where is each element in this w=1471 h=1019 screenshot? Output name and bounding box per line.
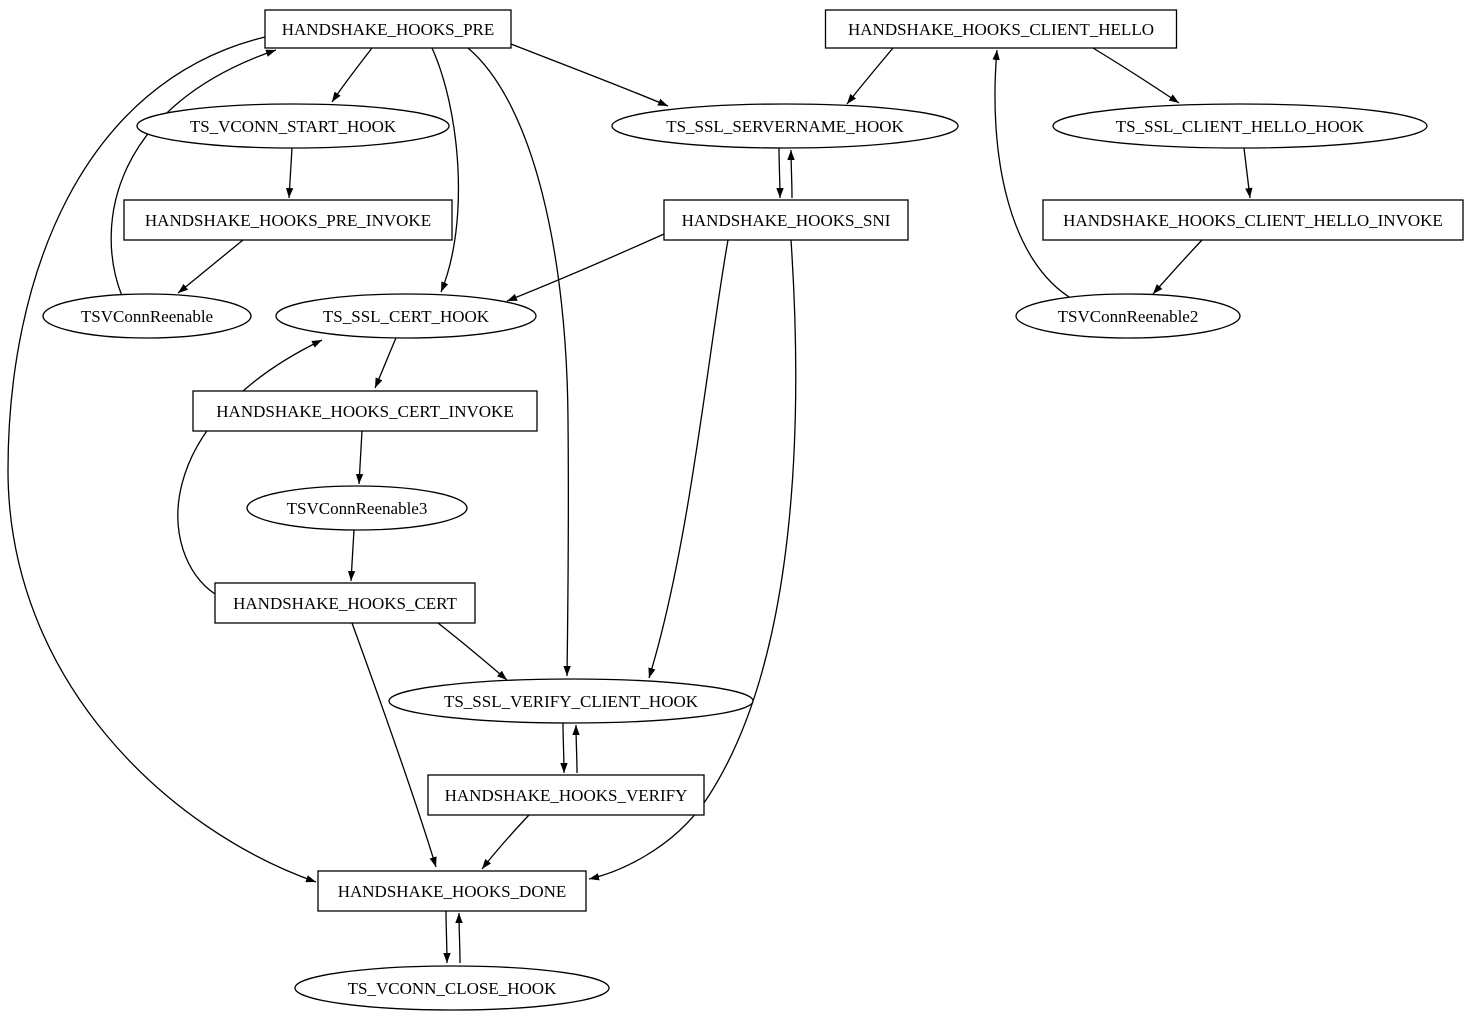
edge-TS_VCONN_START_HOOK-to-HANDSHAKE_HOOKS_PRE_INVOKE (285, 147, 294, 199)
edge-HANDSHAKE_HOOKS_PRE_INVOKE-to-TSVConnReenable (177, 239, 244, 294)
edge-HANDSHAKE_HOOKS_PRE-to-TS_SSL_CERT_HOOK (431, 47, 460, 293)
node-label: HANDSHAKE_HOOKS_CERT_INVOKE (216, 402, 513, 421)
node-label: HANDSHAKE_HOOKS_SNI (682, 211, 891, 230)
edge-HANDSHAKE_HOOKS_CLIENT_HELLO-to-TS_SSL_SERVERNAME_HOOK (846, 47, 894, 105)
node-label: HANDSHAKE_HOOKS_VERIFY (445, 786, 688, 805)
state-box (1042, 199, 1464, 241)
edge-HANDSHAKE_HOOKS_PRE-to-TS_SSL_VERIFY_CLIENT_HOOK (467, 47, 571, 677)
node-label: HANDSHAKE_HOOKS_PRE (282, 20, 495, 39)
edge-HANDSHAKE_HOOKS_DONE-to-TS_VCONN_CLOSE_HOOK (443, 910, 451, 964)
edge-TS_VCONN_CLOSE_HOOK-to-HANDSHAKE_HOOKS_DONE (455, 912, 463, 964)
edge-HANDSHAKE_HOOKS_CERT-to-TS_SSL_CERT_HOOK (177, 339, 323, 595)
edge-HANDSHAKE_HOOKS_CLIENT_HELLO-to-TS_SSL_CLIENT_HELLO_HOOK (1092, 47, 1180, 104)
hook-ellipse (42, 293, 252, 339)
edge-HANDSHAKE_HOOKS_VERIFY-to-TS_SSL_VERIFY_CLIENT_HOOK (572, 724, 580, 774)
node-label: TSVConnReenable (81, 307, 213, 326)
hook-ellipse (294, 965, 610, 1011)
node-TS_VCONN_START_HOOK: TS_VCONN_START_HOOK (136, 103, 450, 149)
node-HANDSHAKE_HOOKS_CLIENT_HELLO_INVOKE: HANDSHAKE_HOOKS_CLIENT_HELLO_INVOKE (1042, 199, 1464, 241)
node-HANDSHAKE_HOOKS_DONE: HANDSHAKE_HOOKS_DONE (317, 870, 587, 912)
state-box (264, 9, 512, 49)
hook-ellipse (1052, 103, 1428, 149)
edge-HANDSHAKE_HOOKS_SNI-to-TS_SSL_SERVERNAME_HOOK (787, 149, 795, 199)
edge-HANDSHAKE_HOOKS_CERT-to-TS_SSL_VERIFY_CLIENT_HOOK (437, 622, 508, 681)
edge-HANDSHAKE_HOOKS_SNI-to-HANDSHAKE_HOOKS_DONE (588, 239, 797, 881)
edge-HANDSHAKE_HOOKS_SNI-to-TS_SSL_VERIFY_CLIENT_HOOK (648, 239, 729, 679)
edges-layer (7, 36, 1253, 964)
edge-TS_SSL_CERT_HOOK-to-HANDSHAKE_HOOKS_CERT_INVOKE (374, 337, 397, 389)
hook-ellipse (611, 103, 959, 149)
edge-TSVConnReenable2-to-HANDSHAKE_HOOKS_CLIENT_HELLO (992, 49, 1075, 301)
edge-HANDSHAKE_HOOKS_CLIENT_HELLO_INVOKE-to-TSVConnReenable2 (1152, 239, 1203, 295)
node-HANDSHAKE_HOOKS_CLIENT_HELLO: HANDSHAKE_HOOKS_CLIENT_HELLO (824, 9, 1178, 49)
state-box (192, 390, 538, 432)
node-label: HANDSHAKE_HOOKS_DONE (338, 882, 567, 901)
node-HANDSHAKE_HOOKS_CERT_INVOKE: HANDSHAKE_HOOKS_CERT_INVOKE (192, 390, 538, 432)
edge-HANDSHAKE_HOOKS_SNI-to-TS_SSL_CERT_HOOK (506, 233, 665, 302)
node-TS_VCONN_CLOSE_HOOK: TS_VCONN_CLOSE_HOOK (294, 965, 610, 1011)
node-label: TSVConnReenable2 (1058, 307, 1199, 326)
node-HANDSHAKE_HOOKS_VERIFY: HANDSHAKE_HOOKS_VERIFY (427, 774, 705, 816)
state-box (123, 199, 453, 241)
state-box (427, 774, 705, 816)
edge-TS_SSL_SERVERNAME_HOOK-to-HANDSHAKE_HOOKS_SNI (776, 147, 784, 199)
node-label: TS_VCONN_CLOSE_HOOK (348, 979, 557, 998)
node-label: TS_VCONN_START_HOOK (190, 117, 397, 136)
edge-HANDSHAKE_HOOKS_VERIFY-to-HANDSHAKE_HOOKS_DONE (481, 814, 530, 870)
node-label: HANDSHAKE_HOOKS_PRE_INVOKE (145, 211, 431, 230)
edge-TS_SSL_CLIENT_HELLO_HOOK-to-HANDSHAKE_HOOKS_CLIENT_HELLO_INVOKE (1243, 147, 1253, 199)
state-box (663, 199, 909, 241)
edge-HANDSHAKE_HOOKS_PRE-to-HANDSHAKE_HOOKS_DONE (7, 36, 317, 883)
edge-TSVConnReenable3-to-HANDSHAKE_HOOKS_CERT (347, 529, 356, 582)
edge-TSVConnReenable-to-HANDSHAKE_HOOKS_PRE (110, 49, 277, 297)
node-TS_SSL_CERT_HOOK: TS_SSL_CERT_HOOK (275, 293, 537, 339)
node-TS_SSL_CLIENT_HELLO_HOOK: TS_SSL_CLIENT_HELLO_HOOK (1052, 103, 1428, 149)
node-label: TS_SSL_CERT_HOOK (323, 307, 490, 326)
edge-HANDSHAKE_HOOKS_PRE-to-TS_VCONN_START_HOOK (331, 47, 373, 103)
hook-ellipse (275, 293, 537, 339)
node-label: TSVConnReenable3 (287, 499, 428, 518)
node-label: HANDSHAKE_HOOKS_CLIENT_HELLO (848, 20, 1154, 39)
node-label: TS_SSL_VERIFY_CLIENT_HOOK (444, 692, 699, 711)
edge-TS_SSL_VERIFY_CLIENT_HOOK-to-HANDSHAKE_HOOKS_VERIFY (560, 722, 568, 774)
node-label: HANDSHAKE_HOOKS_CLIENT_HELLO_INVOKE (1063, 211, 1443, 230)
hook-ellipse (388, 678, 754, 724)
node-HANDSHAKE_HOOKS_CERT: HANDSHAKE_HOOKS_CERT (214, 582, 476, 624)
state-box (317, 870, 587, 912)
state-box (214, 582, 476, 624)
node-TSVConnReenable: TSVConnReenable (42, 293, 252, 339)
node-TS_SSL_SERVERNAME_HOOK: TS_SSL_SERVERNAME_HOOK (611, 103, 959, 149)
node-HANDSHAKE_HOOKS_SNI: HANDSHAKE_HOOKS_SNI (663, 199, 909, 241)
node-HANDSHAKE_HOOKS_PRE_INVOKE: HANDSHAKE_HOOKS_PRE_INVOKE (123, 199, 453, 241)
hook-ellipse (246, 485, 468, 531)
node-TS_SSL_VERIFY_CLIENT_HOOK: TS_SSL_VERIFY_CLIENT_HOOK (388, 678, 754, 724)
node-TSVConnReenable2: TSVConnReenable2 (1015, 293, 1241, 339)
node-label: TS_SSL_SERVERNAME_HOOK (666, 117, 904, 136)
node-label: HANDSHAKE_HOOKS_CERT (233, 594, 457, 613)
node-HANDSHAKE_HOOKS_PRE: HANDSHAKE_HOOKS_PRE (264, 9, 512, 49)
edge-HANDSHAKE_HOOKS_CERT-to-HANDSHAKE_HOOKS_DONE (351, 622, 437, 868)
node-TSVConnReenable3: TSVConnReenable3 (246, 485, 468, 531)
node-label: TS_SSL_CLIENT_HELLO_HOOK (1116, 117, 1365, 136)
state-box (824, 9, 1178, 49)
edge-HANDSHAKE_HOOKS_PRE-to-TS_SSL_SERVERNAME_HOOK (510, 43, 669, 107)
nodes-layer: HANDSHAKE_HOOKS_PRE HANDSHAKE_HOOKS_CLIEN… (42, 9, 1464, 1011)
hook-ellipse (136, 103, 450, 149)
hook-ellipse (1015, 293, 1241, 339)
edge-HANDSHAKE_HOOKS_CERT_INVOKE-to-TSVConnReenable3 (355, 430, 364, 485)
